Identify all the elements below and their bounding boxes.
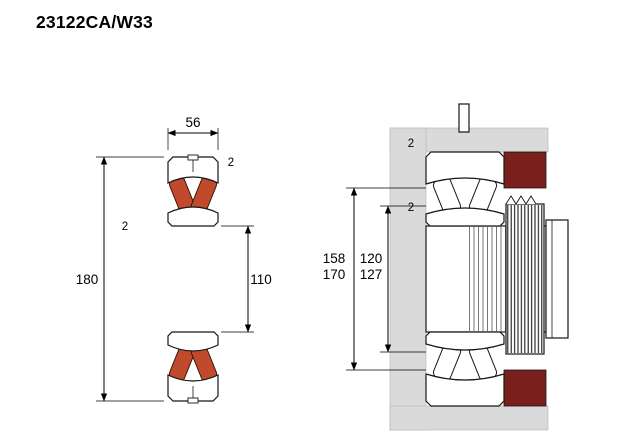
inner-chamfer-label: 2 (408, 202, 414, 214)
inner-ring-top (425, 207, 505, 227)
page-title: 23122CA/W33 (36, 12, 153, 32)
inner-ring-bottom (167, 331, 219, 352)
dim-sleeve: 120 127 (360, 205, 426, 353)
lubrication-groove-top (187, 154, 199, 161)
roller-elements (168, 176, 218, 382)
shaft-and-sleeve (425, 103, 569, 355)
housing-wall-left (389, 127, 427, 431)
dim-abutment-lower-label: 170 (323, 267, 346, 282)
outer-ring-top (425, 151, 505, 185)
seal-block-top (503, 151, 547, 189)
dim-bore-label: 110 (250, 272, 272, 287)
sleeve-thread (468, 227, 506, 331)
inner-chamfer-label: 2 (122, 221, 128, 233)
lubrication-groove-bottom (187, 397, 199, 404)
outer-ring-bottom (425, 373, 505, 407)
shaft-end (545, 219, 569, 339)
outer-chamfer-label: 2 (228, 157, 234, 169)
inner-ring-top (167, 206, 219, 227)
mounted-view: 158 170 120 127 2 2 (323, 103, 569, 431)
lock-nut-slots (507, 205, 543, 353)
dim-bore-diameter: 110 (221, 225, 272, 333)
outer-chamfer-label: 2 (408, 138, 414, 150)
dim-width-label: 56 (185, 115, 200, 130)
sectional-view: 56 180 110 2 2 (76, 115, 272, 404)
housing-block-bottom (389, 405, 549, 431)
lock-washer-teeth (505, 195, 537, 205)
dim-abutment-upper-label: 158 (323, 251, 346, 266)
dim-sleeve-lower-label: 127 (360, 267, 383, 282)
seal-block-bottom (503, 369, 547, 407)
dim-width: 56 (167, 115, 219, 150)
dim-outer-diameter-label: 180 (76, 272, 99, 287)
dim-sleeve-upper-label: 120 (360, 251, 383, 266)
lock-washer-tab (458, 103, 470, 133)
dim-abutment: 158 170 (323, 187, 426, 371)
mounted-bearing (425, 151, 505, 407)
inner-ring-bottom (425, 331, 505, 351)
dim-outer-diameter: 180 (76, 156, 164, 402)
housing-section (389, 127, 549, 431)
